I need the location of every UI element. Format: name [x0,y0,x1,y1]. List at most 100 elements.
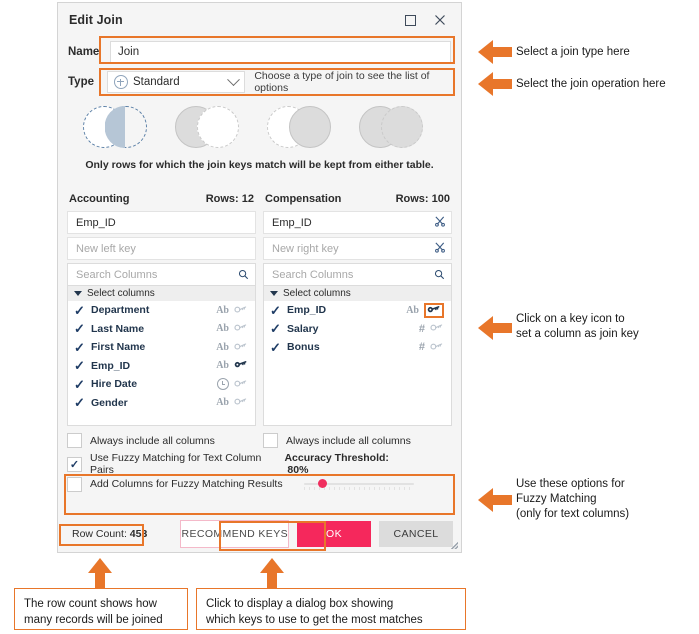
search-icon [434,269,445,280]
list-item[interactable]: ✓ Department Ab [68,301,255,320]
column-name: First Name [91,341,146,354]
accuracy-threshold-slider[interactable] [304,478,414,490]
join-operation-options [58,105,461,149]
list-item[interactable]: ✓ Emp_ID Ab [264,301,451,320]
use-fuzzy-checkbox[interactable]: ✓ [67,456,82,472]
left-key-field-1[interactable]: Emp_ID [67,211,256,234]
check-icon[interactable]: ✓ [74,321,85,337]
key-icon[interactable] [234,379,248,390]
maximize-icon[interactable] [395,8,425,32]
column-name: Emp_ID [287,304,327,317]
slider-thumb[interactable] [318,479,327,488]
right-select-columns-header[interactable]: Select columns [264,286,451,301]
key-icon-active[interactable] [234,360,248,371]
check-icon[interactable]: ✓ [270,302,281,318]
always-include-row: Always include all columns Always includ… [58,426,461,448]
circle-plus-icon [113,75,128,89]
venn-left-join-icon[interactable] [171,105,257,149]
check-icon[interactable]: ✓ [270,339,281,355]
left-key-value-1: Emp_ID [76,216,116,229]
type-text-icon: Ab [216,304,229,316]
column-name: Bonus [287,341,320,354]
key-icon[interactable] [234,323,248,334]
check-icon[interactable]: ✓ [74,358,85,374]
accuracy-threshold: Accuracy Threshold: 80% [284,452,408,476]
right-search-columns-input[interactable]: Search Columns [263,263,452,286]
list-item[interactable]: ✓ Salary # [264,320,451,339]
key-icon[interactable] [234,342,248,353]
cut-key-icon[interactable] [434,215,446,230]
list-item[interactable]: ✓ First Name Ab [68,338,255,357]
type-text-icon: Ab [216,341,229,353]
arrow-join-operation [478,72,512,96]
list-item[interactable]: ✓ Bonus # [264,338,451,357]
close-icon[interactable] [425,8,455,32]
checkbox[interactable] [67,433,82,448]
left-key-field-2[interactable]: New left key [67,237,256,260]
type-text-icon: Ab [406,304,419,316]
type-row: Type Standard Choose a type of join to s… [58,67,461,97]
right-always-include[interactable]: Always include all columns [263,433,452,448]
right-key-field-1[interactable]: Emp_ID [263,211,452,234]
right-search-placeholder: Search Columns [272,268,354,281]
list-item[interactable]: ✓ Last Name Ab [68,320,255,339]
dialog-footer: Row Count: 453 RECOMMEND KEYS OK CANCEL [58,516,461,552]
anno-recommend-keys-box: Click to display a dialog box showing wh… [196,588,466,630]
left-always-include[interactable]: Always include all columns [67,433,256,448]
right-rows-count: Rows: 100 [395,193,450,205]
left-table-name: Accounting [69,193,130,205]
arrow-fuzzy [478,488,512,512]
use-fuzzy-label: Use Fuzzy Matching for Text Column Pairs [90,452,262,476]
venn-right-join-icon[interactable] [263,105,349,149]
right-key-value-2: New right key [272,242,339,255]
right-panel-header: Compensation Rows: 100 [263,193,452,211]
anno-key-icon-line-2: set a column as join key [516,328,639,340]
add-columns-row[interactable]: Add Columns for Fuzzy Matching Results [67,474,452,494]
left-table-panel: Accounting Rows: 12 Emp_ID New left key … [67,193,256,426]
list-item[interactable]: ✓ Gender Ab [68,394,255,413]
left-select-columns-header[interactable]: Select columns [68,286,255,301]
join-type-select[interactable]: Standard [106,71,246,93]
key-icon-active[interactable] [424,302,444,318]
checkbox[interactable] [263,433,278,448]
join-name-input[interactable]: Join [110,41,451,63]
use-fuzzy-row[interactable]: ✓ Use Fuzzy Matching for Text Column Pai… [67,452,452,476]
arrow-key-icon [478,316,512,340]
accuracy-threshold-label: Accuracy Threshold: [284,452,389,464]
key-icon[interactable] [430,323,444,334]
name-label: Name [68,46,100,58]
date-type-icon [217,378,229,391]
key-icon[interactable] [234,397,248,408]
key-icon[interactable] [430,342,444,353]
venn-full-outer-join-icon[interactable] [355,105,441,149]
cancel-button[interactable]: CANCEL [379,521,453,547]
recommend-keys-button[interactable]: RECOMMEND KEYS [180,520,289,548]
right-key-value-1: Emp_ID [272,216,312,229]
right-table-panel: Compensation Rows: 100 Emp_ID New right … [263,193,452,426]
left-search-columns-input[interactable]: Search Columns [67,263,256,286]
edit-join-dialog: Edit Join Name Join Type Standard Choose… [57,2,462,553]
check-icon[interactable]: ✓ [270,321,281,337]
type-hint-text: Choose a type of join to see the list of… [254,70,430,94]
key-icon[interactable] [234,305,248,316]
left-column-list[interactable]: Select columns ✓ Department Ab ✓ Last Na… [67,286,256,426]
right-key-field-2[interactable]: New right key [263,237,452,260]
cut-key-icon[interactable] [434,241,446,256]
left-search-placeholder: Search Columns [76,268,158,281]
list-item[interactable]: ✓ Emp_ID Ab [68,357,255,376]
add-columns-label: Add Columns for Fuzzy Matching Results [90,478,283,490]
check-icon[interactable]: ✓ [74,376,85,392]
check-icon[interactable]: ✓ [74,302,85,318]
check-icon[interactable]: ✓ [74,395,85,411]
column-name: Hire Date [91,378,138,391]
type-number-icon: # [418,341,425,354]
left-key-value-2: New left key [76,242,136,255]
add-columns-checkbox[interactable] [67,476,82,492]
resize-grip[interactable] [449,540,458,549]
venn-inner-join-icon[interactable] [79,105,165,149]
join-panels: Accounting Rows: 12 Emp_ID New left key … [58,193,461,426]
check-icon[interactable]: ✓ [74,339,85,355]
ok-button[interactable]: OK [297,521,371,547]
list-item[interactable]: ✓ Hire Date [68,375,255,394]
right-column-list[interactable]: Select columns ✓ Emp_ID Ab ✓ Salary # [263,286,452,426]
